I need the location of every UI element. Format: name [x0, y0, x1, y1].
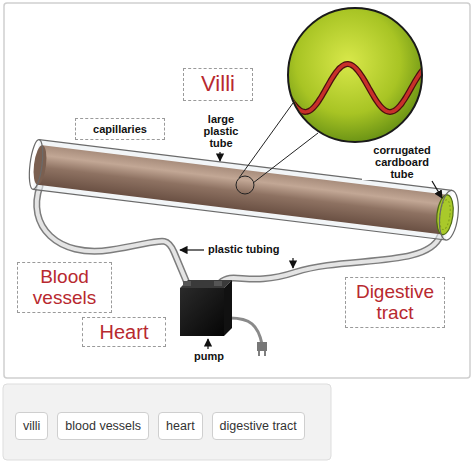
- part-label: corrugated cardboard tube: [362, 144, 442, 180]
- word-chip: digestive tract: [212, 412, 305, 440]
- node-text: digestive tract: [220, 419, 297, 433]
- pump-symbol: [180, 280, 267, 356]
- word-chip: blood vessels: [57, 412, 149, 440]
- callout-box: Heart: [82, 317, 166, 347]
- callout-box: Digestive tract: [345, 277, 445, 328]
- node-text: Blood vessels: [23, 266, 106, 309]
- node-text: Digestive tract: [351, 281, 439, 324]
- node-text: Heart: [88, 321, 160, 343]
- villi-wave: [284, 64, 430, 112]
- tube-model: [27, 139, 461, 241]
- callout-box: Blood vessels: [17, 262, 112, 313]
- word-chip: heart: [158, 412, 203, 440]
- word-chip: villi: [15, 412, 48, 440]
- part-label: pump: [193, 350, 225, 362]
- leader-arrow: [180, 152, 442, 349]
- part-label: large plastic tube: [193, 113, 249, 149]
- callout-box: Villi: [183, 68, 253, 101]
- node-text: blood vessels: [65, 419, 141, 433]
- word-bank-panel: [3, 384, 331, 460]
- node-text: villi: [23, 419, 40, 433]
- villi-wave: [284, 64, 430, 112]
- part-label: plastic tubing: [207, 243, 281, 255]
- node-text: heart: [166, 419, 195, 433]
- node-text: capillaries: [82, 123, 158, 135]
- picture-panel: [4, 3, 470, 378]
- node-text: Villi: [189, 72, 247, 97]
- callout-box: capillaries: [75, 118, 165, 140]
